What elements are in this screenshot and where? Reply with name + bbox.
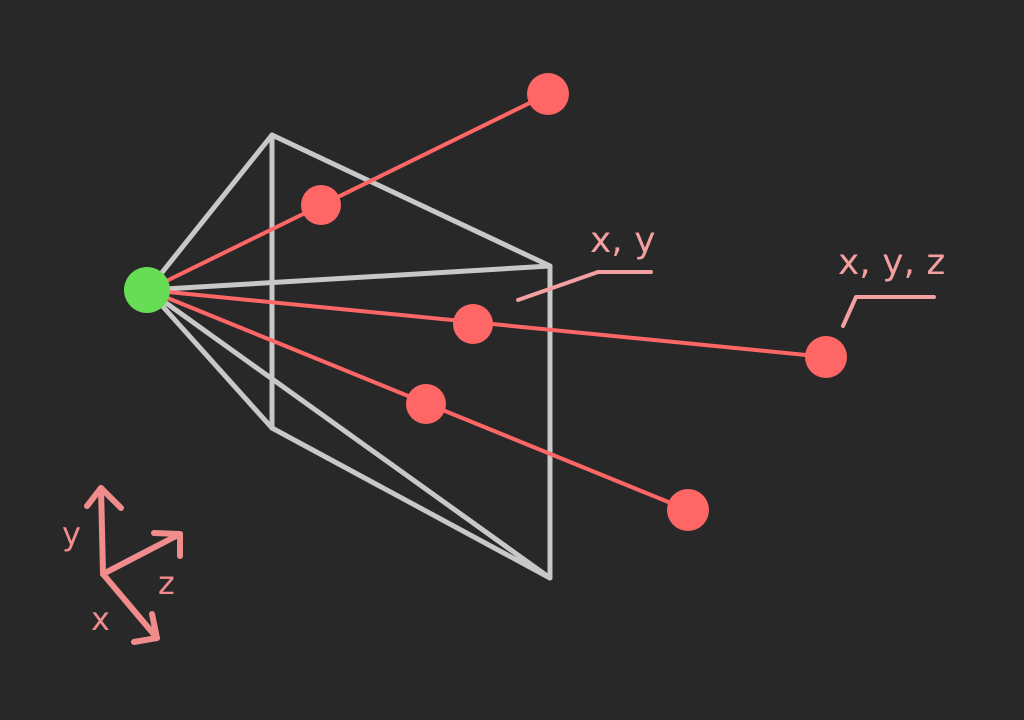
world-points	[527, 73, 847, 531]
frustum-edge-bottom	[145, 287, 275, 431]
y-axis-label: y	[62, 515, 81, 553]
image-point-3	[406, 384, 446, 424]
axes-glyph	[84, 485, 183, 645]
camera-frustum	[145, 132, 553, 581]
projection-rays	[146, 92, 828, 512]
image-plane-label: x, y	[590, 220, 656, 261]
image-points	[301, 185, 493, 424]
image-point-2	[453, 304, 493, 344]
x-axis-label: x	[91, 600, 110, 638]
world-point-label: x, y, z	[838, 242, 945, 283]
z-axis-arrow	[100, 531, 183, 577]
image-point-1	[301, 185, 341, 225]
camera-center	[124, 267, 170, 313]
ray-1	[146, 92, 550, 292]
y-axis-arrow	[98, 485, 106, 577]
frustum-edge-right-top	[145, 263, 553, 293]
image-label-leader	[516, 270, 653, 302]
x-axis-arrow	[100, 571, 160, 641]
z-axis-arrowhead	[151, 530, 183, 559]
world-point-2	[805, 336, 847, 378]
y-axis-arrowhead	[84, 485, 124, 511]
x-axis-arrowhead	[131, 611, 160, 645]
world-label-leader	[841, 295, 936, 328]
world-point-1	[527, 73, 569, 115]
world-point-3	[667, 489, 709, 531]
frustum-edge-top	[145, 132, 275, 293]
z-axis-label: z	[158, 564, 175, 602]
frustum-edge-right-bottom	[145, 287, 553, 581]
